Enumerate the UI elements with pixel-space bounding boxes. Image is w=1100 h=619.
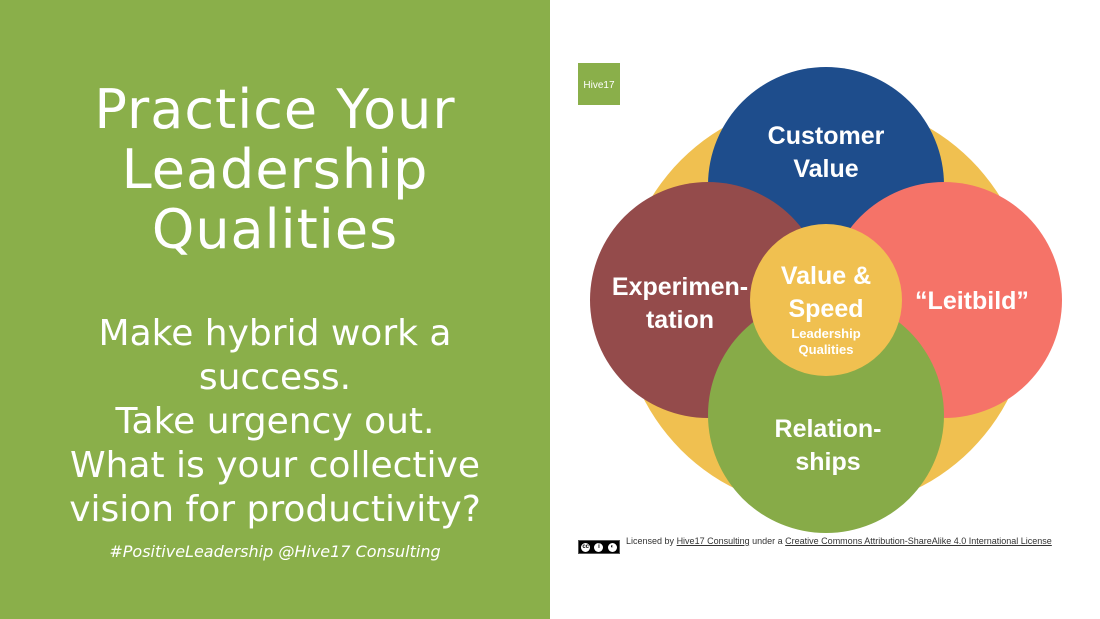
label-speed: Speed	[788, 295, 863, 323]
cc-license-link[interactable]: Creative Commons Attribution-ShareAlike …	[785, 536, 1052, 546]
logo-box	[578, 63, 620, 105]
license-middle: under a	[752, 536, 783, 546]
hive17-link[interactable]: Hive17 Consulting	[676, 536, 750, 546]
leadership-diagram: Hive17 Customer Value Experimen- tation …	[578, 63, 1062, 533]
label-value-and: Value &	[781, 262, 871, 290]
page-title: Practice Your Leadership Qualities	[0, 80, 550, 260]
hashtag: #PositiveLeadership @Hive17 Consulting	[109, 542, 441, 561]
cc-icon: cc	[581, 542, 591, 552]
label-qualities: Qualities	[799, 342, 854, 357]
label-customer: Customer	[768, 122, 885, 150]
sa-icon: ◐	[607, 542, 617, 552]
label-tation: tation	[646, 306, 714, 334]
circle-value-speed	[750, 224, 902, 376]
label-leitbild: “Leitbild”	[915, 287, 1029, 315]
subtitle: Make hybrid work a success. Take urgency…	[0, 312, 550, 532]
label-experimen: Experimen-	[612, 273, 748, 301]
title-line: Practice Your	[94, 78, 456, 141]
license-prefix: Licensed by	[626, 536, 675, 546]
circle-relationships	[708, 297, 944, 533]
subtitle-line: Take urgency out.	[115, 401, 435, 442]
subtitle-line: What is your collective	[70, 445, 480, 486]
label-relation: Relation-	[775, 415, 882, 443]
title-line: Leadership	[121, 138, 429, 201]
subtitle-line: vision for productivity?	[69, 489, 481, 530]
subtitle-line: Make hybrid work a	[98, 313, 452, 354]
label-ships: ships	[795, 448, 860, 476]
label-leadership: Leadership	[791, 326, 860, 341]
left-panel: Practice Your Leadership Qualities Make …	[0, 0, 550, 619]
title-line: Qualities	[151, 198, 399, 261]
by-icon: i	[594, 542, 604, 552]
subtitle-line: success.	[198, 357, 352, 398]
label-value: Value	[793, 155, 858, 183]
logo-text: Hive17	[583, 80, 615, 91]
license-text: Licensed by Hive17 Consulting under a Cr…	[626, 536, 1052, 546]
